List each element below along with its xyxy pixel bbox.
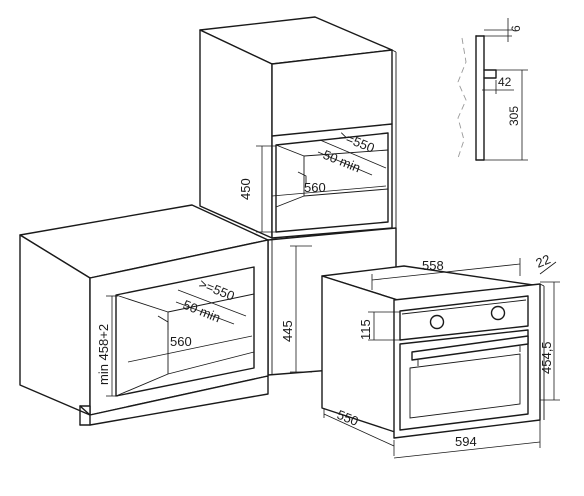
dim-oven-panel-height: 115 xyxy=(358,319,373,340)
dim-tall-opening-height: 450 xyxy=(238,178,253,200)
dim-detail-step: 42 xyxy=(498,75,512,89)
lower-cabinet-dimensions: 445 xyxy=(280,245,312,373)
dim-oven-front-width: 594 xyxy=(455,434,477,449)
dim-oven-front-depth: 22 xyxy=(534,251,553,270)
tall-cabinet xyxy=(199,16,397,239)
dim-base-opening-height: min 458+2 xyxy=(96,324,111,385)
dim-oven-front-height: 454,5 xyxy=(539,341,554,374)
dim-detail-top: 6 xyxy=(509,25,523,32)
oven xyxy=(321,265,545,439)
knob-right-icon xyxy=(490,305,506,321)
dim-tall-width: 560 xyxy=(304,180,326,195)
dim-lower-cabinet-height: 445 xyxy=(280,320,295,342)
dim-base-width: 560 xyxy=(170,334,192,349)
knob-left-icon xyxy=(429,314,445,330)
detail-section: 6 42 305 xyxy=(457,18,528,161)
dim-detail-height: 305 xyxy=(507,106,521,126)
oven-window xyxy=(409,353,521,419)
base-cabinet xyxy=(19,204,269,426)
door-handle xyxy=(411,335,529,361)
dim-oven-top-width: 558 xyxy=(422,258,444,273)
